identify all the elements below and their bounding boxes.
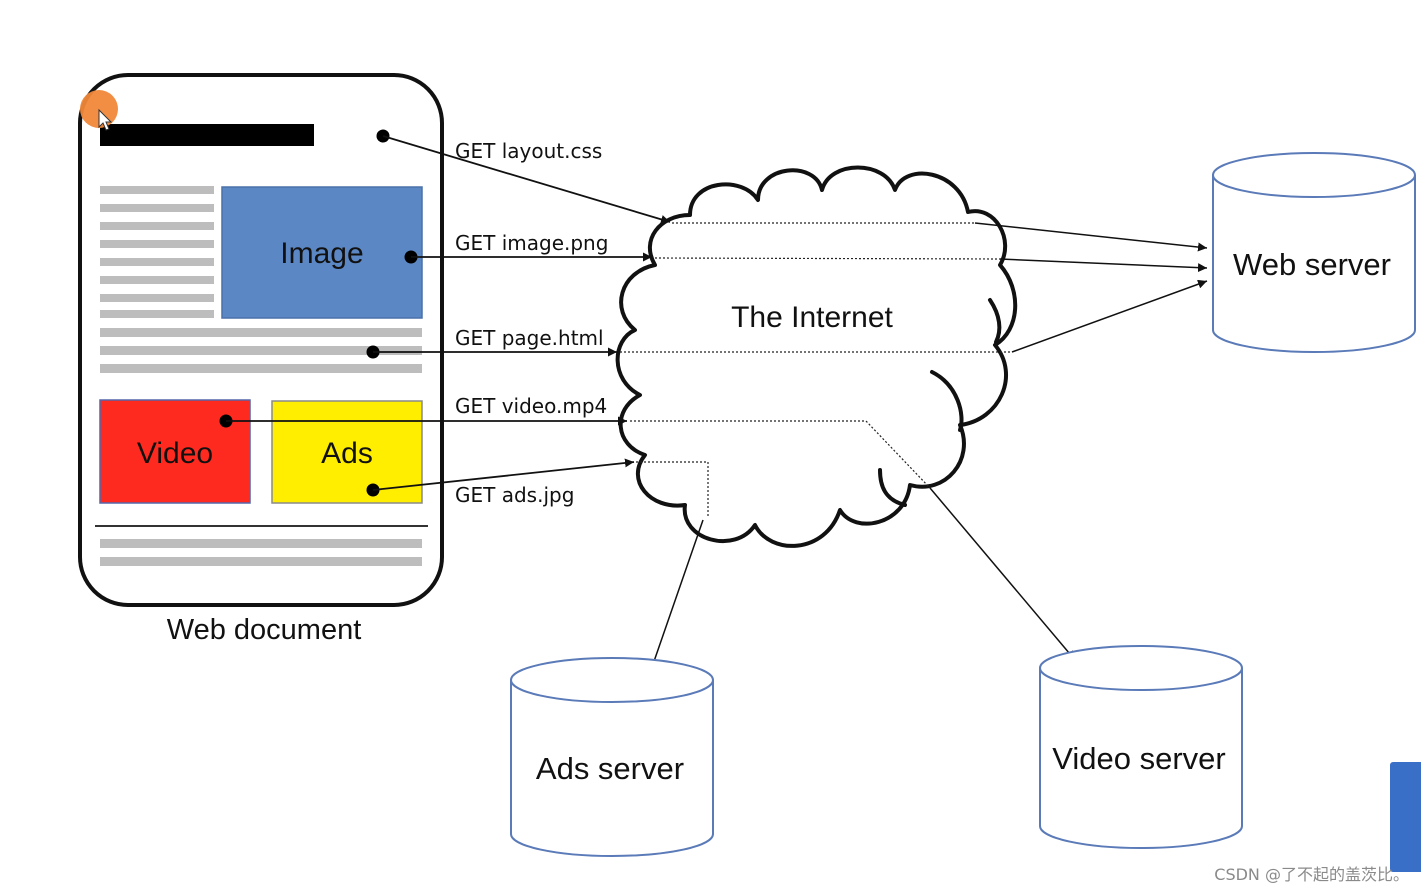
doc-text-lines-left <box>100 186 214 318</box>
cursor-marker <box>80 90 118 131</box>
doc-image-block <box>221 186 423 319</box>
label-get-layout-css: GET layout.css <box>455 139 602 163</box>
doc-ads-label: Ads <box>321 437 373 470</box>
cursor-arrow-icon <box>98 108 113 131</box>
arrow-layout-css <box>382 135 671 224</box>
web-document: Image Video Ads <box>78 73 444 607</box>
label-get-page-html: GET page.html <box>455 326 604 350</box>
web-server-label: Web server <box>1233 247 1391 282</box>
watermark: CSDN @了不起的盖茨比。 <box>1214 865 1409 884</box>
cloud-routes <box>620 222 1012 518</box>
label-get-video-mp4: GET video.mp4 <box>455 394 607 418</box>
server-arrows <box>649 222 1208 671</box>
internet-label: The Internet <box>731 301 893 334</box>
video-server-label: Video server <box>1052 741 1225 776</box>
doc-text-lines-middle <box>100 328 422 373</box>
doc-image-label: Image <box>280 237 363 270</box>
doc-title-bar <box>100 124 314 146</box>
arrow-ads-jpg <box>372 458 635 491</box>
doc-text-lines-footer <box>100 539 422 566</box>
doc-ads-block <box>271 400 423 504</box>
web-document-caption: Web document <box>167 614 362 646</box>
internet-cloud: The Internet <box>615 165 1018 548</box>
arrow-to-web-server-1 <box>974 222 1208 252</box>
ads-server-label: Ads server <box>536 751 684 786</box>
side-panel-tab[interactable] <box>1390 762 1421 872</box>
label-get-ads-jpg: GET ads.jpg <box>455 483 574 507</box>
label-get-image-png: GET image.png <box>455 231 608 255</box>
cloud-outline <box>615 165 1018 548</box>
cloud-creases <box>878 298 1002 507</box>
arrow-to-video-server <box>929 487 1076 661</box>
request-arrows <box>226 135 671 491</box>
request-labels: GET layout.css GET image.png GET page.ht… <box>455 139 608 507</box>
video-server: Video server <box>1039 645 1243 849</box>
ads-server: Ads server <box>510 657 714 857</box>
arrow-to-web-server-3 <box>1011 279 1208 353</box>
web-server: Web server <box>1212 152 1416 353</box>
arrow-to-ads-server <box>649 519 704 671</box>
arrow-to-web-server-2 <box>999 258 1208 273</box>
doc-video-label: Video <box>137 437 213 470</box>
cursor-highlight-dot <box>80 90 118 128</box>
